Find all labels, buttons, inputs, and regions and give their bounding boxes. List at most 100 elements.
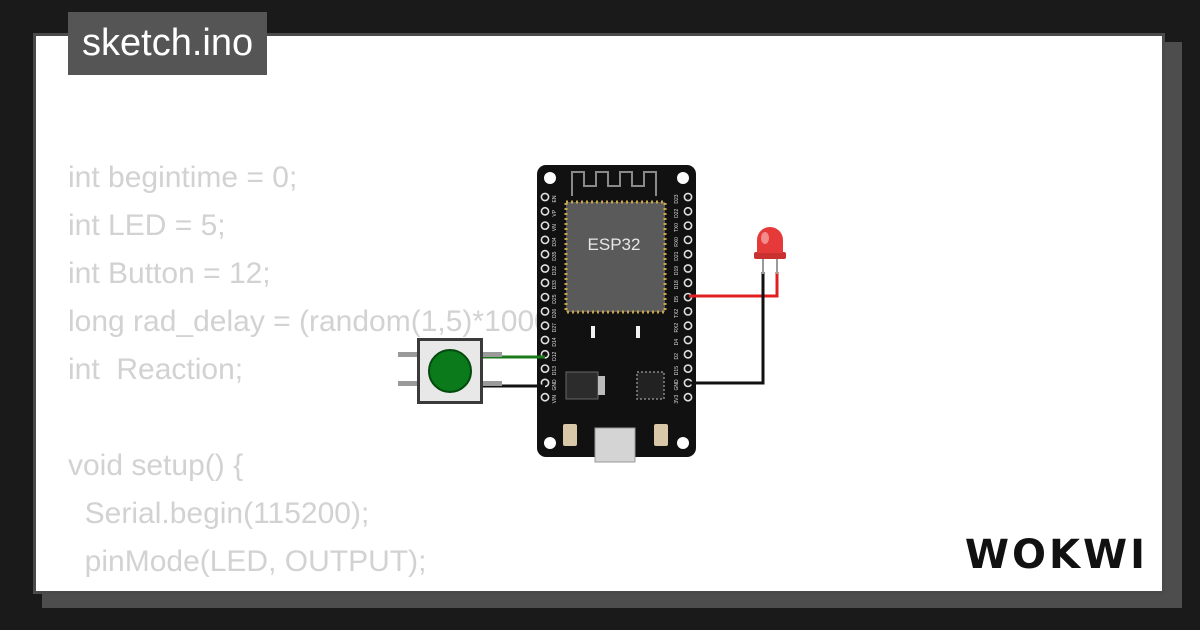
pin-label: D23: [674, 194, 680, 203]
pin-d18[interactable]: [683, 278, 693, 288]
code-line: int LED = 5;: [68, 209, 226, 242]
pin-label: D18: [674, 280, 680, 289]
pin-label: D14: [552, 337, 558, 346]
led-leg: [776, 256, 778, 274]
reset-button[interactable]: [654, 424, 668, 446]
voltage-regulator: [565, 371, 599, 400]
pin-label: D4: [674, 339, 680, 346]
pin-label: TX0: [674, 223, 680, 232]
boot-button[interactable]: [563, 424, 577, 446]
mount-hole: [544, 437, 556, 449]
esp32-board[interactable]: ESP32 ENVPVND34D35D32D33D25D26D27D14D12D…: [537, 165, 696, 463]
pin-label: D15: [674, 366, 680, 375]
red-led[interactable]: [754, 227, 786, 274]
pin-vn[interactable]: [540, 221, 550, 230]
code-preview: int begintime = 0; int LED = 5; int Button…: [68, 154, 570, 591]
pin-label: D35: [552, 251, 558, 260]
pin-d32[interactable]: [540, 264, 550, 273]
pin-label: TX2: [674, 309, 680, 318]
code-line: int begintime = 0;: [68, 161, 298, 194]
pin-label: GND: [674, 379, 680, 391]
pin-d27[interactable]: [540, 321, 550, 331]
pin-label: D2: [674, 353, 680, 360]
button-cap[interactable]: [428, 349, 472, 393]
pin-vin[interactable]: [540, 392, 550, 402]
code-line: pinMode(LED, OUTPUT);: [68, 545, 427, 578]
pin-label: RX0: [674, 237, 680, 247]
usb-connector: [594, 427, 636, 463]
button-leg: [398, 381, 418, 386]
pin-label: D19: [674, 266, 680, 275]
pin-d34[interactable]: [540, 235, 550, 245]
led-highlight: [761, 232, 769, 244]
chip-label: ESP32: [588, 235, 641, 254]
button-leg: [398, 352, 418, 357]
pin-label: D33: [552, 280, 558, 289]
button-leg: [482, 381, 502, 386]
code-line: long rad_delay = (random(1,5)*1000);: [68, 305, 570, 338]
pin-tx2[interactable]: [683, 306, 693, 316]
smd-pad: [591, 326, 595, 338]
pin-label: 3V3: [674, 395, 680, 404]
pin-d22[interactable]: [683, 206, 693, 216]
pin-d26[interactable]: [540, 306, 550, 316]
file-tab[interactable]: sketch.ino: [68, 12, 268, 75]
pin-label: VP: [552, 209, 558, 216]
pushbutton[interactable]: [398, 338, 502, 404]
pin-rx2[interactable]: [683, 321, 693, 331]
pin-label: RX2: [674, 323, 680, 333]
pin-vp[interactable]: [540, 206, 550, 216]
wire-black-gnd-led[interactable]: [689, 272, 765, 385]
code-line: Serial.begin(115200);: [68, 497, 370, 530]
module-shield: [569, 205, 662, 309]
pin-d23[interactable]: [683, 192, 693, 202]
pin-label: VIN: [552, 395, 558, 404]
mount-hole: [544, 172, 556, 184]
button-leg: [482, 352, 502, 357]
pin-label: VN: [552, 224, 558, 231]
pin-label: D27: [552, 323, 558, 332]
usb-chip: [636, 371, 665, 400]
antenna-trace: [571, 171, 657, 196]
code-line: int Button = 12;: [68, 257, 271, 290]
pin-en[interactable]: [540, 192, 550, 202]
code-line: void setup() {: [68, 449, 244, 482]
pin-d15[interactable]: [683, 364, 693, 373]
pin-label: EN: [552, 195, 558, 202]
pin-3v3[interactable]: [683, 392, 693, 402]
pin-d19[interactable]: [683, 264, 693, 273]
pin-label: D13: [552, 366, 558, 375]
pin-d2[interactable]: [683, 349, 693, 359]
mount-hole: [677, 172, 689, 184]
pin-rx0[interactable]: [683, 235, 693, 245]
mount-hole: [677, 437, 689, 449]
pin-d13[interactable]: [540, 364, 550, 373]
pin-label: D5: [674, 296, 680, 303]
pin-d21[interactable]: [683, 249, 693, 259]
pin-label: D32: [552, 266, 558, 275]
pin-label: D21: [674, 251, 680, 260]
pin-label: D22: [674, 209, 680, 218]
code-line: int Reaction;: [68, 353, 244, 386]
pin-label: D12: [552, 352, 558, 361]
pin-label: GND: [552, 379, 558, 391]
pin-label: D26: [552, 309, 558, 318]
led-leg: [762, 256, 764, 274]
pin-d35[interactable]: [540, 249, 550, 259]
pin-d14[interactable]: [540, 335, 550, 345]
pin-d25[interactable]: [540, 292, 550, 302]
pin-tx0[interactable]: [683, 221, 693, 230]
pin-d33[interactable]: [540, 278, 550, 288]
pin-label: D25: [552, 294, 558, 303]
led-lens: [757, 227, 783, 253]
regulator-tab: [598, 376, 605, 395]
pin-label: D34: [552, 237, 558, 246]
wire-red-d5-led[interactable]: [689, 272, 779, 298]
pin-d4[interactable]: [683, 335, 693, 345]
wokwi-logo: WOKWI: [964, 532, 1148, 578]
led-rim: [754, 252, 786, 259]
smd-pad: [636, 326, 640, 338]
